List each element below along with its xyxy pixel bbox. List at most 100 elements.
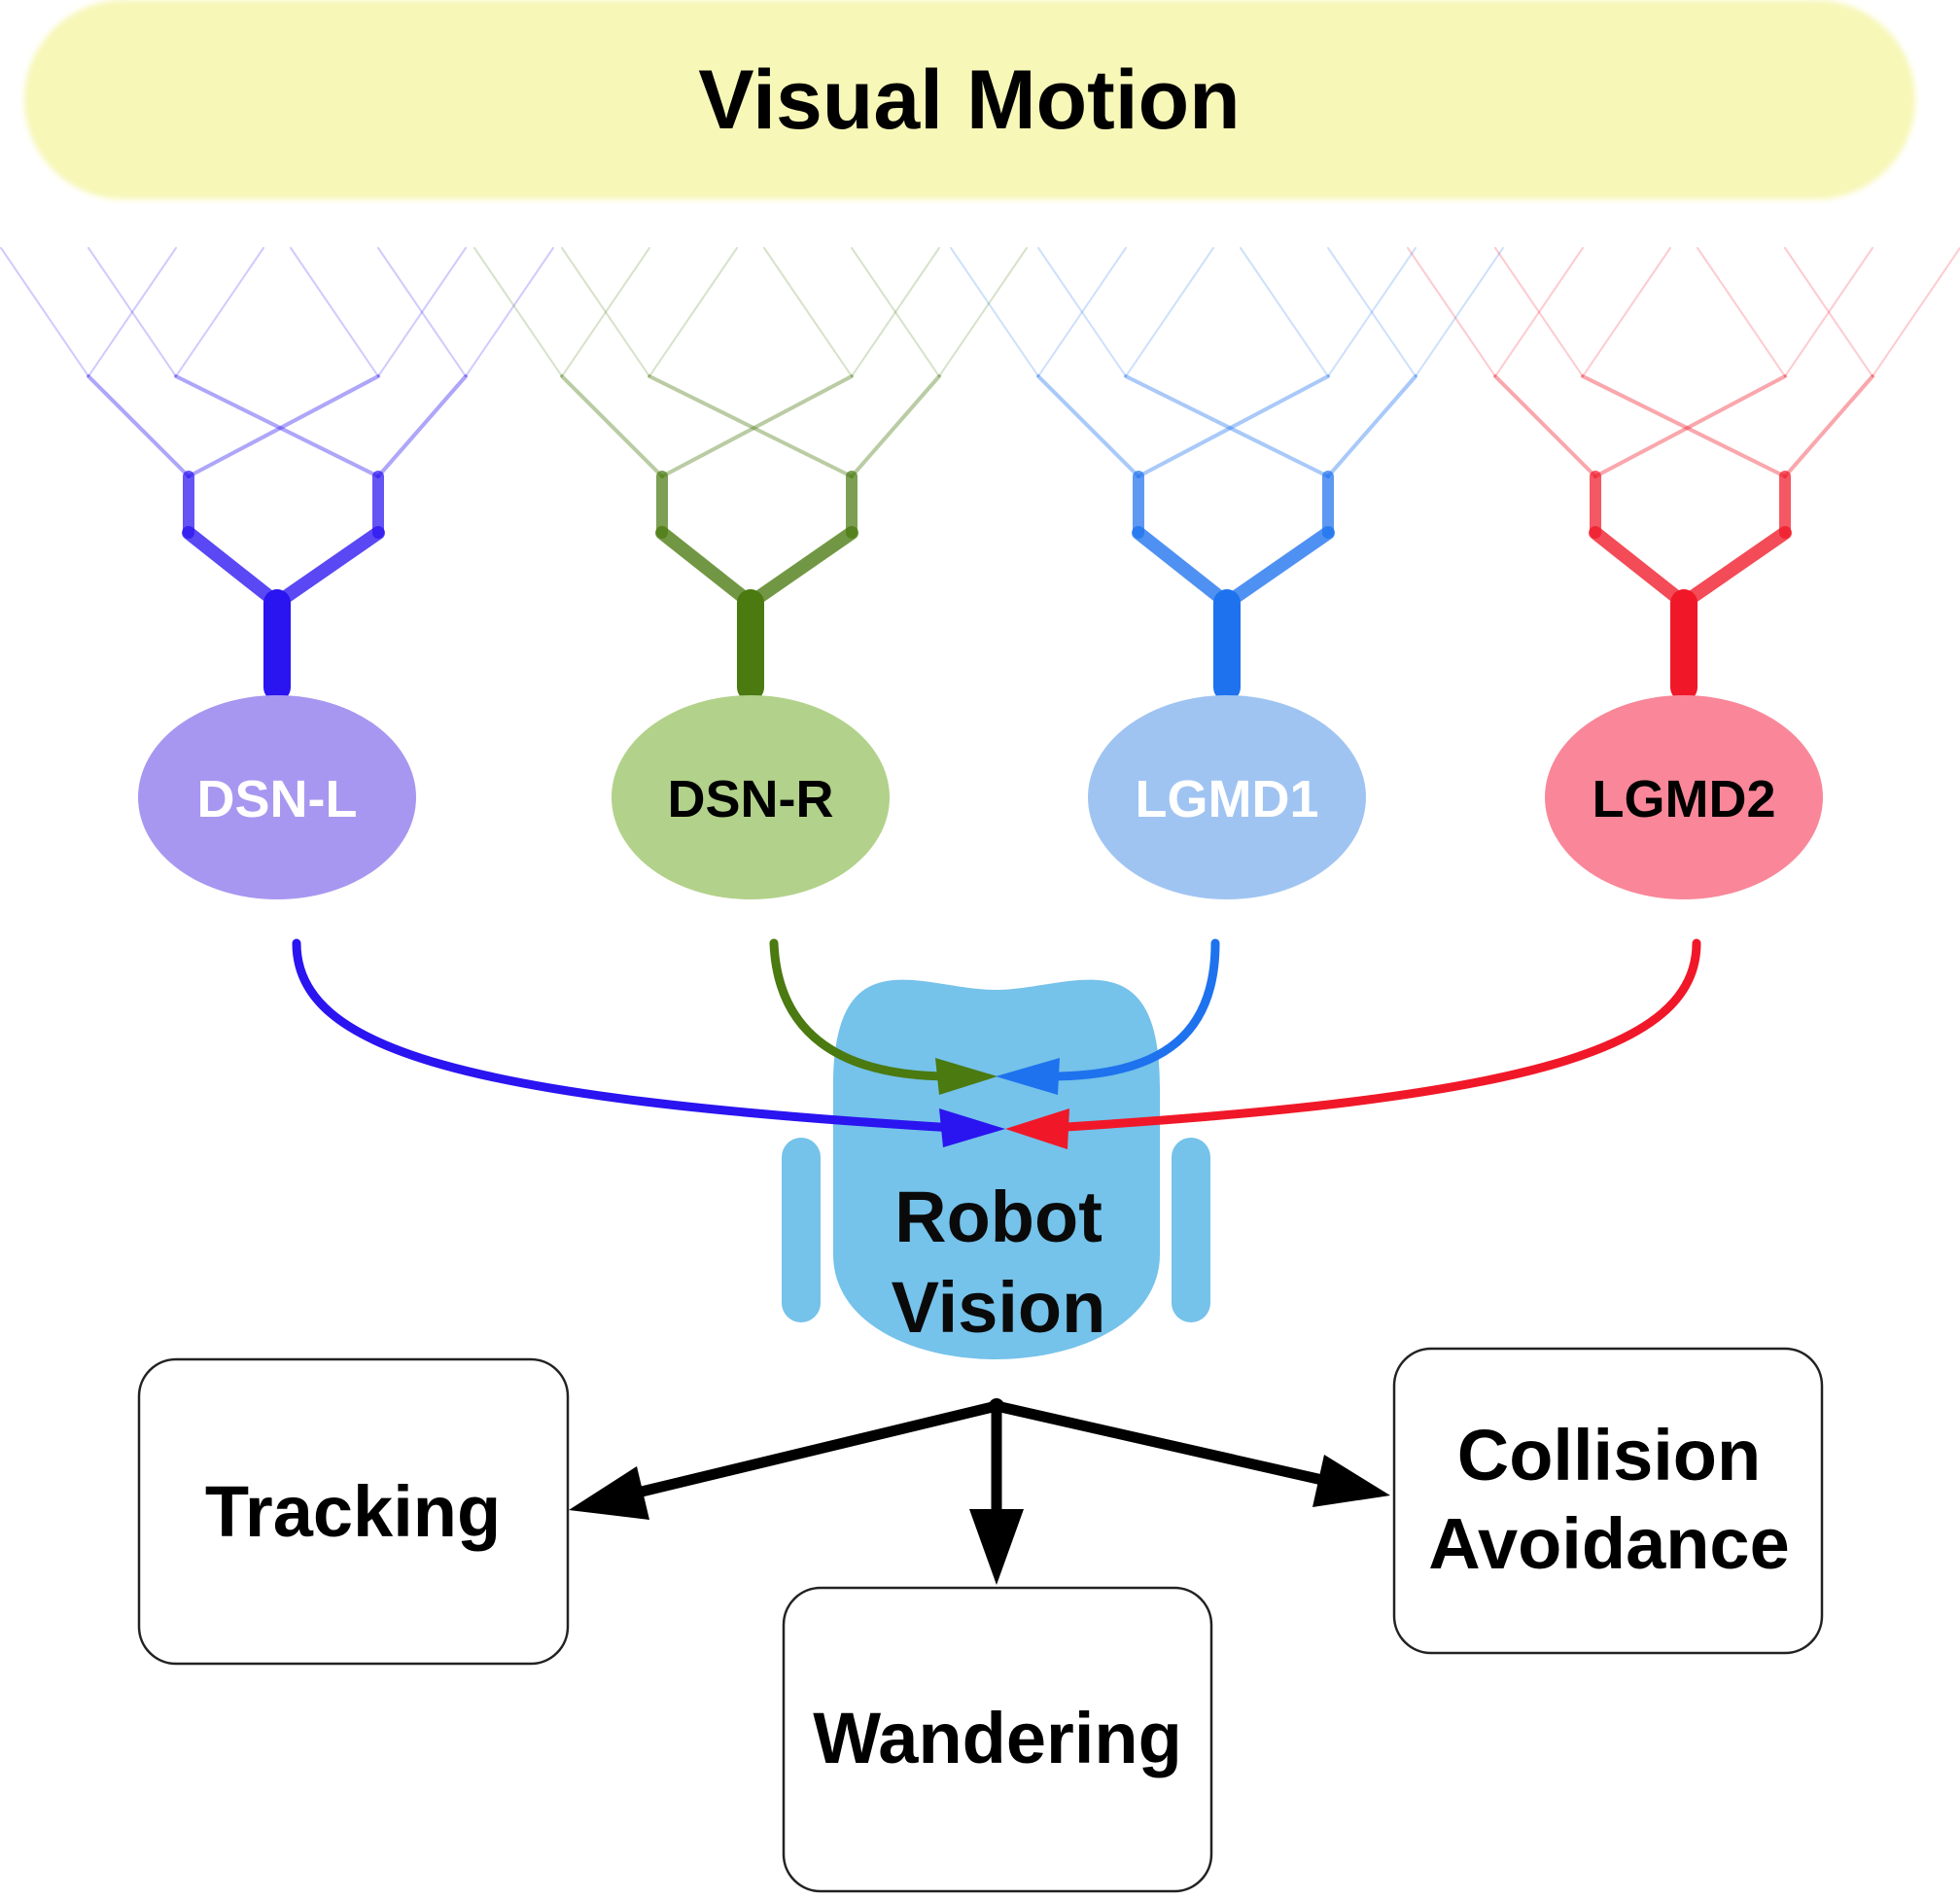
- box-tracking: [137, 1357, 570, 1666]
- neurons: DSN-L DSN-R LGMD1 LGMD2: [138, 695, 1823, 899]
- robot-left-wheel: [782, 1138, 821, 1322]
- dendrite-branch: [1407, 247, 1496, 377]
- neuron-body: [138, 695, 416, 899]
- dendrite-trees: [0, 247, 1960, 701]
- dendrite-branch: [187, 374, 380, 478]
- dendrite-branch: [648, 247, 738, 377]
- connector-lgmd2: [1045, 938, 1701, 1133]
- dendrite-branch: [851, 247, 940, 377]
- arrowhead-collision-avoidance: [1312, 1455, 1390, 1507]
- wandering-label: Wandering: [813, 1698, 1182, 1778]
- box-wandering: [782, 1586, 1213, 1893]
- neuron-body: [612, 695, 890, 899]
- robot-label-line1: Robot: [894, 1177, 1102, 1257]
- dendrite-branch: [1784, 247, 1873, 377]
- dendrite-branch: [376, 374, 468, 478]
- connector-dsn-l: [292, 938, 960, 1133]
- tracking-label: Tracking: [205, 1471, 501, 1552]
- robot: Robot Vision: [782, 979, 1210, 1359]
- dendrite-branch: [1872, 247, 1960, 377]
- dendrite-branch: [88, 247, 177, 377]
- dendrite-branch: [1784, 247, 1873, 377]
- dendrite-branch: [763, 247, 853, 377]
- dendrite-branch: [1493, 374, 1597, 478]
- dendrite-branch: [1125, 247, 1214, 377]
- neuron-4: LGMD2: [1545, 695, 1823, 899]
- neuron-label: DSN-R: [668, 770, 834, 828]
- neuron-body: [1088, 695, 1366, 899]
- dendrite-branch: [660, 374, 854, 478]
- dendrite-branch: [938, 247, 1028, 377]
- dendrite-branch: [1582, 247, 1671, 377]
- dendrite-branch: [648, 374, 854, 478]
- visual-motion-banner: Visual Motion: [24, 0, 1915, 199]
- dendrite-branch: [1326, 374, 1418, 478]
- connector-dsn-r: [769, 938, 960, 1081]
- dendrite-branch: [1132, 526, 1234, 610]
- dendrite-branch: [465, 247, 554, 377]
- dendrite-tree-1: [0, 247, 554, 701]
- arrowhead-dsn-l: [939, 1108, 1005, 1147]
- dendrite-branch: [950, 247, 1039, 377]
- dendrite-branch: [561, 247, 650, 377]
- dendrite-branch: [0, 247, 89, 377]
- neuron-2: DSN-R: [612, 695, 890, 899]
- neuron-3: LGMD1: [1088, 695, 1366, 899]
- dendrite-branch: [182, 526, 284, 610]
- dendrite-branch: [174, 374, 380, 478]
- dendrite-branch: [655, 526, 757, 610]
- box-collision-avoidance: [1392, 1347, 1824, 1655]
- dendrite-branch: [1677, 526, 1792, 610]
- banner-title: Visual Motion: [698, 53, 1240, 147]
- arrow-to-collision-avoidance: [991, 1400, 1328, 1486]
- dendrite-branch: [1037, 247, 1127, 377]
- neuron-to-robot-connectors: [292, 938, 1701, 1149]
- neuron-1: DSN-L: [138, 695, 416, 899]
- dendrite-branch: [1137, 374, 1330, 478]
- dendrite-branch: [1036, 374, 1140, 478]
- arrowhead-dsn-r: [935, 1058, 998, 1095]
- neuron-label: LGMD2: [1592, 770, 1776, 828]
- arrowhead-tracking: [569, 1466, 649, 1520]
- dendrite-branch: [560, 374, 664, 478]
- dendrite-branch: [851, 247, 940, 377]
- dendrite-branch: [290, 247, 379, 377]
- dendrite-tree-3: [950, 247, 1504, 701]
- arrowhead-wandering: [969, 1509, 1024, 1585]
- dendrite-branch: [377, 247, 467, 377]
- neuron-label: DSN-L: [197, 770, 358, 828]
- dendrite-branch: [377, 247, 467, 377]
- dendrite-branch: [1124, 374, 1330, 478]
- robot-label-line2: Vision: [892, 1267, 1106, 1348]
- connector-lgmd1: [1049, 938, 1220, 1081]
- dendrite-branch: [850, 374, 941, 478]
- neuron-body: [1545, 695, 1823, 899]
- dendrite-branch: [175, 247, 264, 377]
- behavior-arrows: [569, 1398, 1390, 1585]
- dendrite-branch: [1697, 247, 1786, 377]
- behavior-boxes: [137, 1347, 1824, 1893]
- dendrite-branch: [88, 247, 177, 377]
- dendrite-branch: [1220, 526, 1335, 610]
- collision-label-line1: Collision: [1457, 1415, 1761, 1495]
- dendrite-branch: [561, 247, 650, 377]
- dendrite-branch: [1783, 374, 1874, 478]
- dendrite-branch: [1593, 374, 1787, 478]
- dendrite-branch: [1327, 247, 1417, 377]
- dendrite-branch: [1494, 247, 1584, 377]
- dendrite-branch: [87, 374, 191, 478]
- arrow-to-tracking: [636, 1400, 1002, 1497]
- collision-label-line2: Avoidance: [1428, 1503, 1789, 1584]
- arrowhead-lgmd1: [996, 1058, 1060, 1095]
- dendrite-tree-4: [1407, 247, 1960, 701]
- arrowhead-lgmd2: [1005, 1108, 1069, 1149]
- dendrite-tree-2: [473, 247, 1028, 701]
- dendrite-branch: [744, 526, 858, 610]
- dendrite-branch: [270, 526, 385, 610]
- neuron-label: LGMD1: [1136, 770, 1319, 828]
- dendrite-branch: [473, 247, 563, 377]
- dendrite-branch: [1415, 247, 1504, 377]
- dendrite-branch: [1494, 247, 1584, 377]
- dendrite-branch: [1240, 247, 1329, 377]
- dendrite-branch: [1037, 247, 1127, 377]
